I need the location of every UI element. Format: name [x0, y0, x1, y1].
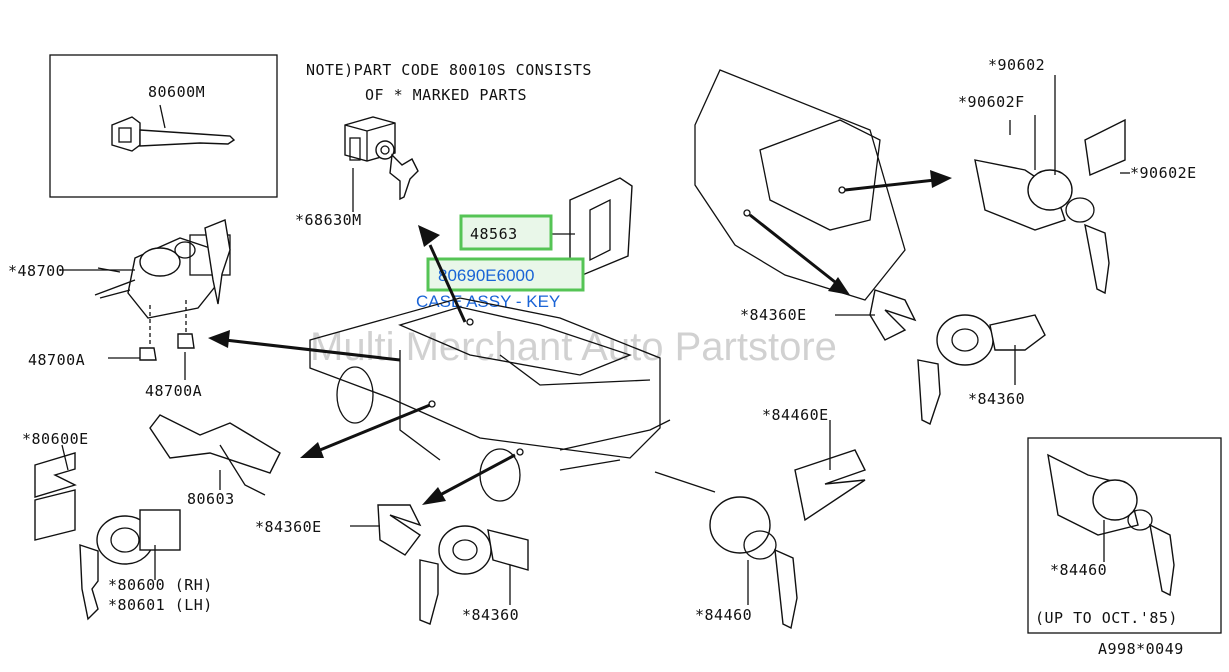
label-inset-lock: *84460	[1050, 561, 1107, 579]
label-inset-note: (UP TO OCT.'85)	[1035, 609, 1178, 627]
label-hatch-lock: *90602	[988, 56, 1045, 74]
label-door-handle: 80603	[187, 490, 235, 508]
inset-box	[1027, 437, 1222, 634]
glove-box-lock-part	[344, 116, 419, 212]
watermark: Multi Merchant Auto Partstore	[310, 325, 837, 369]
indicator-arrows	[208, 170, 952, 505]
label-door-retainer: *80600E	[22, 430, 89, 448]
label-mid-lock: *84360	[462, 606, 519, 624]
ignition-switch-part	[60, 219, 231, 380]
hatch-lock-part	[974, 75, 1130, 295]
mid-lock-part	[350, 504, 529, 625]
label-screw-a1: 48700A	[28, 351, 85, 369]
label-ignition: *48700	[8, 262, 65, 280]
label-case-code: 80690E6000	[438, 266, 534, 285]
car-body-sedan	[309, 297, 671, 502]
label-rear-retainer: *84360E	[740, 306, 807, 324]
label-glove-lock: *68630M	[295, 211, 362, 229]
door-lock-part	[34, 444, 181, 621]
highlight-key-case	[459, 214, 553, 251]
door-handle-part	[149, 414, 281, 496]
car-body-hatch	[694, 69, 906, 301]
label-case-desc: CASE ASSY - KEY	[416, 292, 560, 311]
key-blank-box	[49, 54, 278, 198]
label-key-case: 48563	[470, 225, 518, 243]
diagram-code: A998*0049	[1098, 640, 1184, 658]
label-hatch-e: *90602E	[1130, 164, 1197, 182]
label-trunk-retainer: *84460E	[762, 406, 829, 424]
label-key-blank: 80600M	[148, 83, 205, 101]
trunk-lock-part	[654, 420, 866, 630]
label-door-rh: *80600 (RH)	[108, 576, 213, 594]
label-rear-lock: *84360	[968, 390, 1025, 408]
note-line-1: NOTE)PART CODE 80010S CONSISTS	[306, 61, 592, 79]
label-trunk-lock: *84460	[695, 606, 752, 624]
note-line-2: OF * MARKED PARTS	[365, 86, 527, 104]
highlight-case-code	[426, 257, 585, 292]
rear-lock-part	[835, 289, 1046, 425]
label-mid-retainer: *84360E	[255, 518, 322, 536]
label-door-lh: *80601 (LH)	[108, 596, 213, 614]
label-hatch-f: *90602F	[958, 93, 1025, 111]
key-icon	[111, 116, 236, 152]
label-screw-a2: 48700A	[145, 382, 202, 400]
